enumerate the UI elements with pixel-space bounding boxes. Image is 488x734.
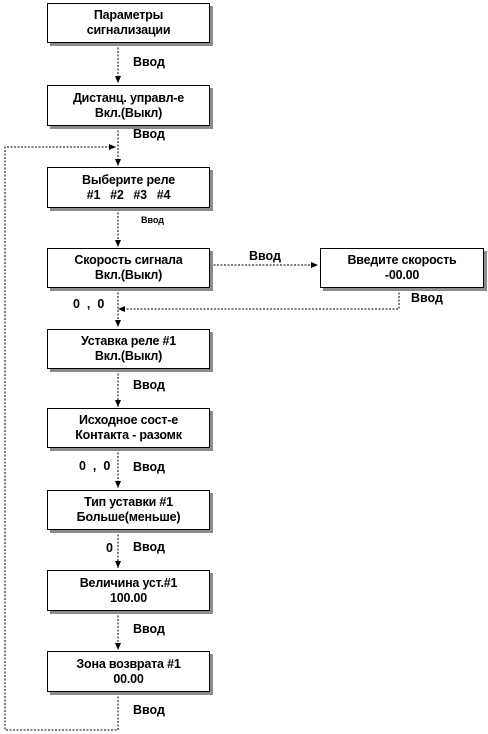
- label-enter: Ввод: [133, 622, 165, 636]
- box-relay-setpoint: Уставка реле #1 Вкл.(Выкл): [47, 329, 210, 369]
- box-line: #1 #2 #3 #4: [86, 187, 171, 202]
- box-line: Вкл.(Выкл): [94, 349, 163, 363]
- box-enter-speed: Введите скорость -00.00: [320, 248, 484, 288]
- label-enter: Ввод: [133, 460, 165, 474]
- box-line: Тип уставки #1: [84, 495, 173, 509]
- box-line: Введите скорость: [347, 253, 457, 267]
- label-enter: Ввод: [141, 215, 165, 225]
- box-line: Дистанц. управл-е: [72, 90, 185, 105]
- label-enter: Ввод: [133, 55, 165, 69]
- label-zero: 0: [106, 541, 113, 555]
- box-line: -00.00: [384, 268, 420, 282]
- label-enter: Ввод: [133, 703, 165, 717]
- box-setpoint-value: Величина уст.#1 100.00: [47, 570, 210, 611]
- box-signal-speed: Скорость сигнала Вкл.(Выкл): [47, 248, 210, 288]
- box-line: Вкл.(Выкл): [94, 105, 163, 120]
- box-line: Вкл.(Выкл): [94, 268, 163, 282]
- box-line: Скорость сигнала: [74, 253, 183, 267]
- box-return-zone: Зона возврата #1 00.00: [47, 651, 210, 692]
- label-enter: Ввод: [249, 249, 281, 263]
- box-line: Параметры: [93, 8, 164, 22]
- label-enter: Ввод: [133, 540, 165, 554]
- box-line: Контакта - разомк: [75, 428, 182, 442]
- box-alarm-params: Параметры сигнализации: [47, 3, 210, 43]
- box-line: сигнализации: [86, 23, 171, 37]
- label-enter: Ввод: [133, 378, 165, 392]
- box-line: 00.00: [113, 671, 144, 686]
- label-zero-comma-zero: 0 , 0: [73, 297, 105, 311]
- box-line: Выберите реле: [82, 172, 175, 187]
- box-setpoint-type: Тип уставки #1 Больше(меньше): [47, 490, 210, 530]
- connector-loop-back: [4, 144, 119, 731]
- box-remote-control: Дистанц. управл-е Вкл.(Выкл): [47, 85, 210, 126]
- label-zero-comma-zero: 0 , 0: [79, 459, 111, 473]
- box-line: Уставка реле #1: [80, 334, 177, 348]
- label-enter: Ввод: [411, 291, 443, 305]
- box-select-relay: Выберите реле #1 #2 #3 #4: [47, 167, 210, 208]
- box-line: Зона возврата #1: [76, 656, 181, 671]
- connector-input-back: [118, 289, 400, 312]
- box-line: Величина уст.#1: [79, 575, 178, 590]
- label-enter: Ввод: [133, 127, 165, 141]
- box-line: Больше(меньше): [76, 510, 181, 524]
- box-line: 100.00: [109, 590, 148, 605]
- box-contact-state: Исходное сост-е Контакта - разомк: [47, 408, 210, 448]
- box-line: Исходное сост-е: [78, 413, 179, 427]
